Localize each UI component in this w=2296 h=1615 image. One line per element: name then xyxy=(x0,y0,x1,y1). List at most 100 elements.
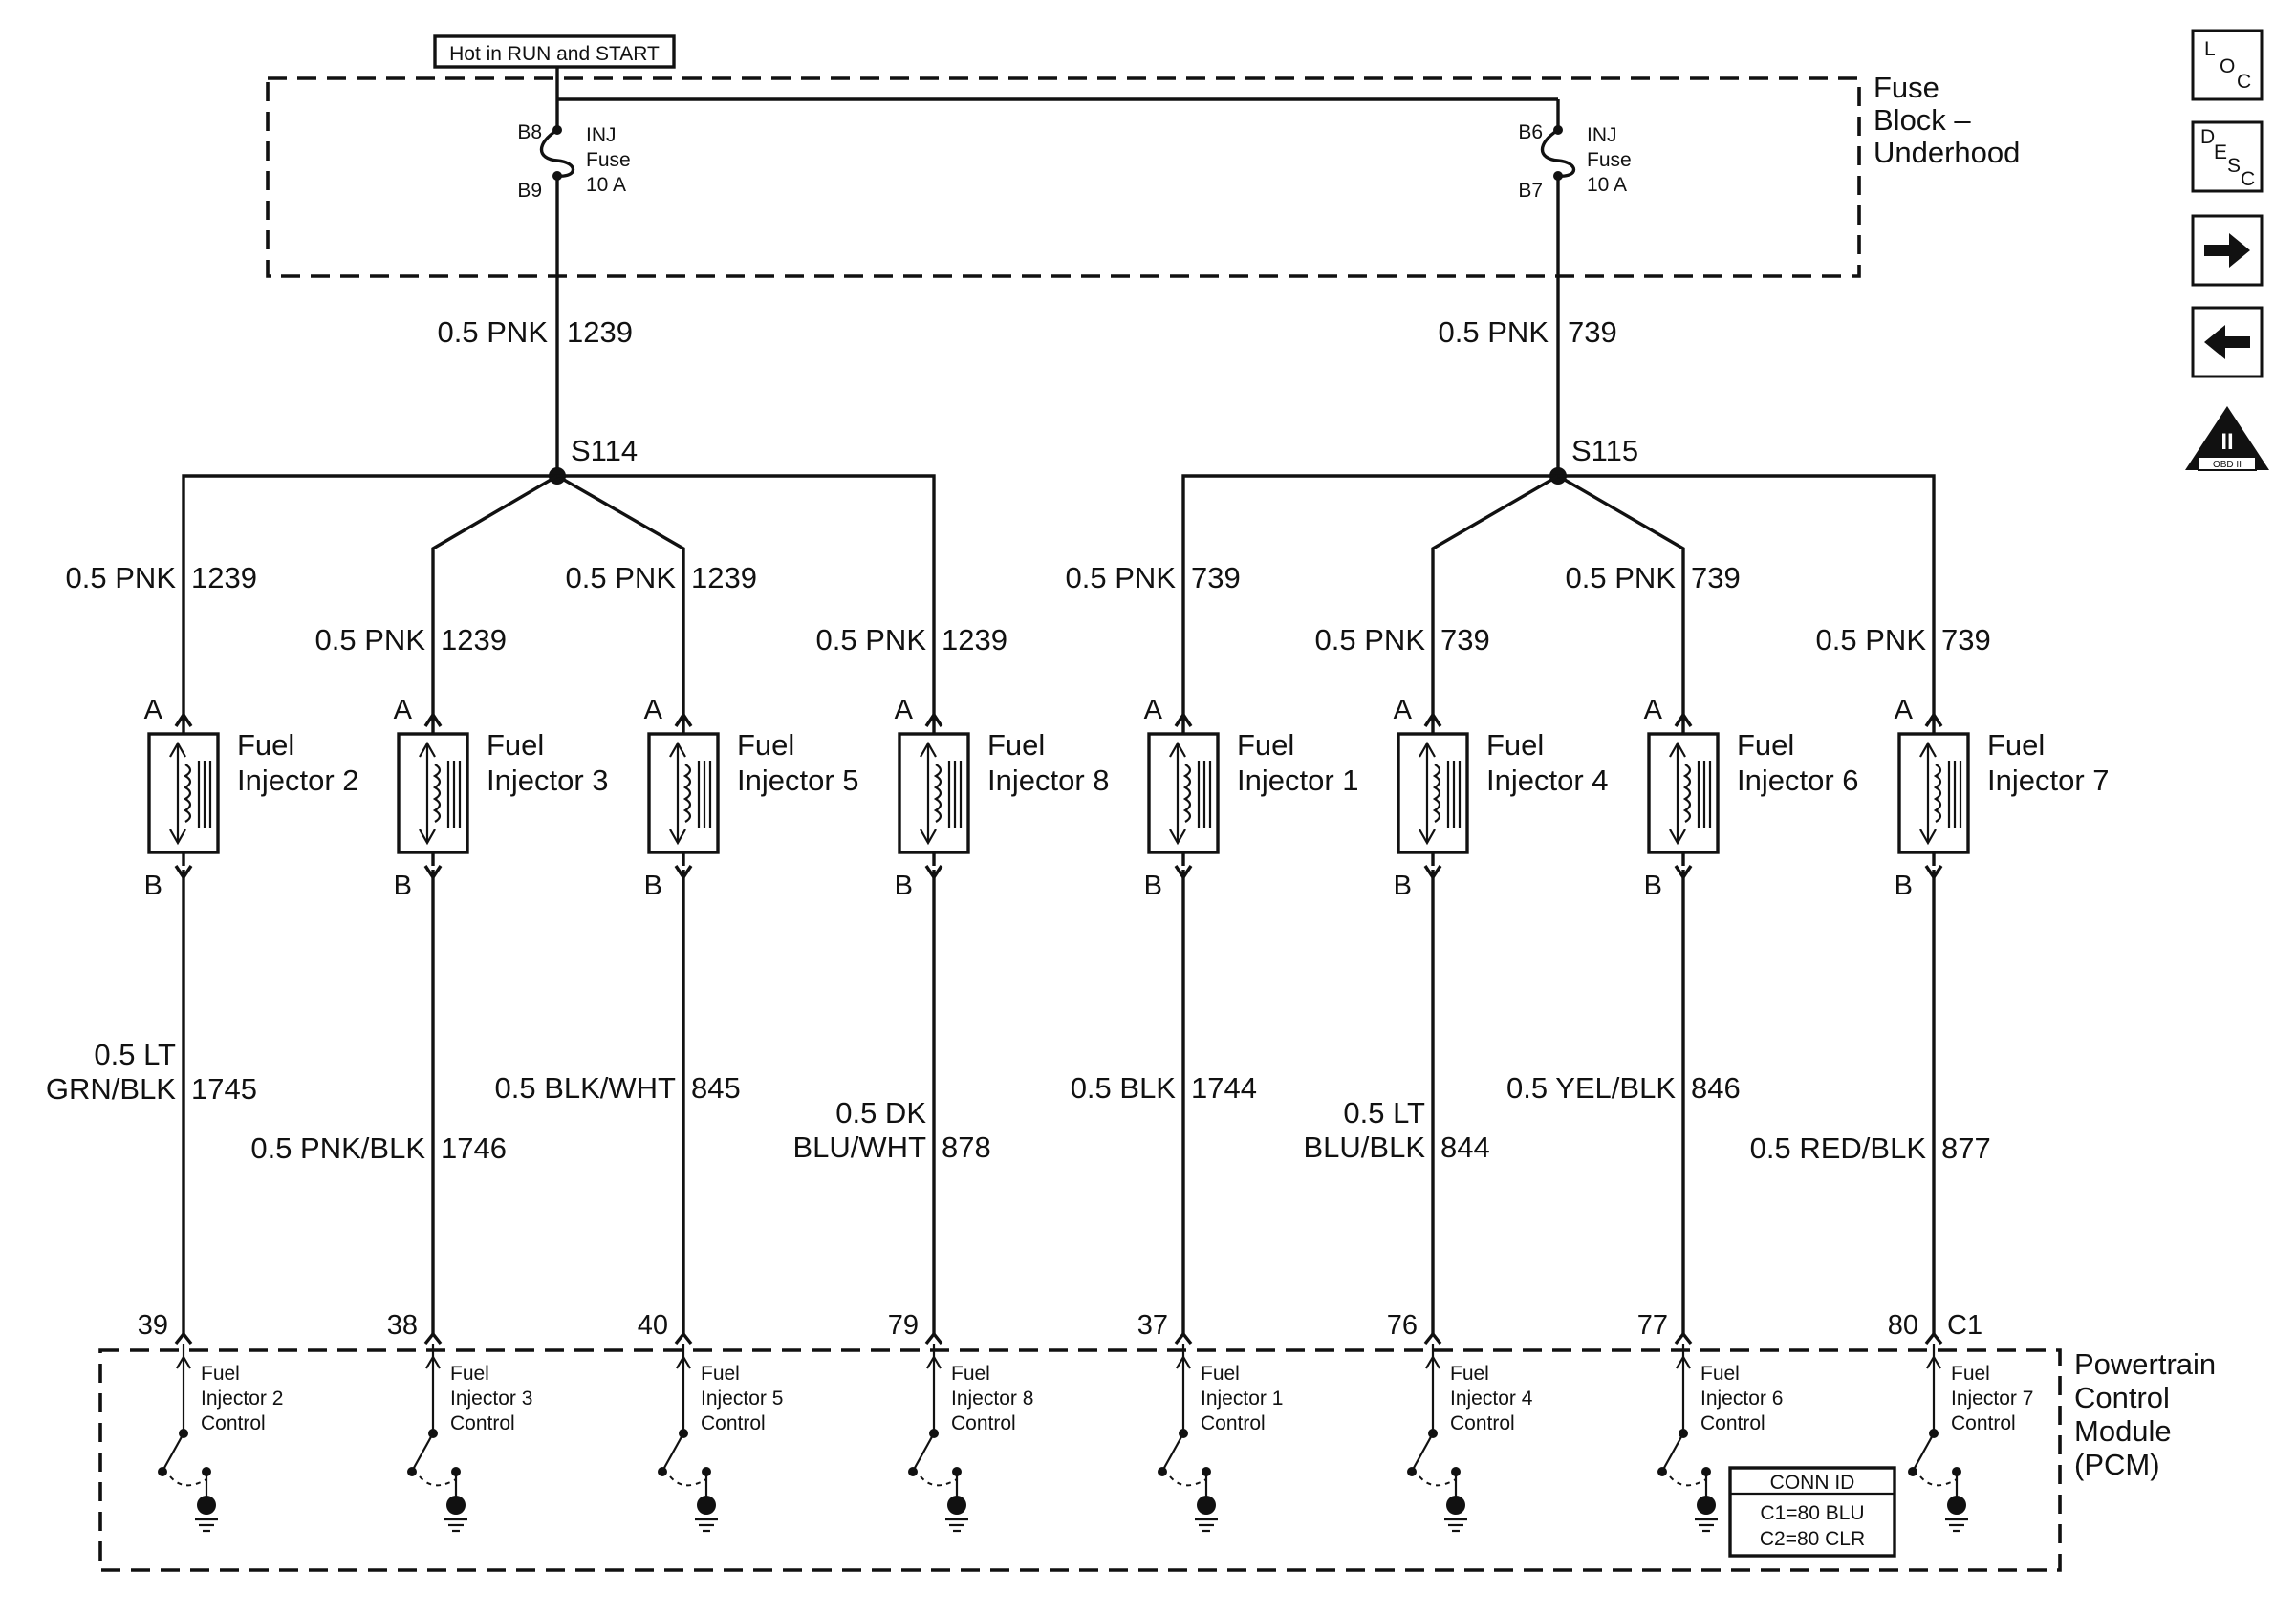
injector-arrow-up xyxy=(169,741,186,758)
splice-label: S114 xyxy=(571,434,638,467)
supply-wire xyxy=(557,474,936,715)
supply-circuit-number: 739 xyxy=(1691,561,1741,594)
supply-wire xyxy=(556,474,685,715)
pcm-control-label: Control xyxy=(201,1412,266,1434)
pcm-control-label: Injector 7 xyxy=(1951,1388,2033,1410)
pcm-name: Module xyxy=(2074,1414,2172,1448)
supply-circuit-number: 1239 xyxy=(191,561,257,594)
ground-dot xyxy=(446,1496,466,1515)
control-circuit-number: 845 xyxy=(691,1071,741,1105)
switch-contact xyxy=(158,1467,167,1476)
fuse-pin-bottom: B7 xyxy=(1518,180,1543,202)
fuse-icon xyxy=(1541,128,1576,178)
conn-id-box xyxy=(1728,1466,1896,1558)
prev-button[interactable] xyxy=(2191,306,2264,378)
injector-arrow-up xyxy=(1919,741,1937,758)
pcm-pin-number: 77 xyxy=(1637,1310,1668,1341)
control-wire-color: 0.5 LT xyxy=(94,1038,176,1071)
injector-name: Fuel xyxy=(237,728,294,762)
feed-circuit-number: 1239 xyxy=(567,315,633,349)
feed-wire-color: 0.5 PNK xyxy=(1439,315,1549,349)
control-circuit-number: 844 xyxy=(1440,1130,1490,1164)
pin-b-label: B xyxy=(644,871,662,901)
injector-name: Injector 8 xyxy=(987,764,1110,797)
pin-a-label: A xyxy=(644,695,663,725)
pcm-control-label: Control xyxy=(450,1412,515,1434)
fuse-icon xyxy=(540,128,575,178)
pin-a-label: A xyxy=(1644,695,1663,725)
obd-ii-plate xyxy=(2198,456,2257,471)
injector-name: Fuel xyxy=(987,728,1045,762)
injector-name: Fuel xyxy=(1987,728,2045,762)
supply-circuit-number: 1239 xyxy=(691,561,757,594)
coil-icon xyxy=(933,764,942,823)
pcm-control-label: Fuel xyxy=(951,1363,990,1385)
desc-button-frame[interactable] xyxy=(2191,120,2264,193)
pcm-pin-connector xyxy=(1174,1331,1193,1346)
obd-ii-roman: II xyxy=(2220,429,2233,455)
desc-icon: S xyxy=(2227,155,2241,177)
next-button[interactable] xyxy=(2191,214,2264,287)
switch-contact xyxy=(1908,1467,1917,1476)
pcm-control-label: Control xyxy=(1951,1412,2016,1434)
pcm-control-label: Fuel xyxy=(201,1363,240,1385)
pcm-pin-connector xyxy=(1423,1331,1442,1346)
supply-wire-color: 0.5 PNK xyxy=(66,561,177,594)
pcm-pin-connector xyxy=(423,1331,443,1346)
control-circuit-number: 877 xyxy=(1941,1131,1991,1165)
injector-arrow-down xyxy=(1169,829,1186,846)
pcm-control-label: Control xyxy=(1450,1412,1515,1434)
pin-a-label: A xyxy=(895,695,914,725)
supply-wire xyxy=(1557,474,1685,715)
injector-name: Fuel xyxy=(737,728,794,762)
pcm-control-label: Injector 2 xyxy=(201,1388,283,1410)
coil-icon xyxy=(432,764,442,823)
desc-icon: C xyxy=(2241,168,2255,190)
supply-wire-color: 0.5 PNK xyxy=(1566,561,1677,594)
pin-a-label: A xyxy=(394,695,413,725)
supply-wire-color: 0.5 PNK xyxy=(566,561,677,594)
pcm-pin-number: 37 xyxy=(1137,1310,1168,1341)
pcm-arrow-up xyxy=(926,1354,942,1369)
ground-dot xyxy=(697,1496,716,1515)
switch-blade xyxy=(1163,1432,1184,1469)
control-wire-color: 0.5 BLK/WHT xyxy=(495,1071,677,1105)
supply-wire-color: 0.5 PNK xyxy=(1816,623,1927,657)
fuse-label: 10 A xyxy=(586,174,626,196)
pcm-arrow-up xyxy=(176,1354,191,1369)
injector-arrow-down xyxy=(1669,829,1686,846)
supply-wire xyxy=(1558,474,1936,715)
injector-arrow-up xyxy=(669,741,686,758)
supply-circuit-number: 1239 xyxy=(441,623,507,657)
supply-wire xyxy=(1431,474,1559,715)
injector-name: Injector 4 xyxy=(1486,764,1609,797)
fuse-block-name: Underhood xyxy=(1874,136,2020,169)
loc-button[interactable]: LOC xyxy=(2191,29,2264,101)
coil-icon xyxy=(1182,764,1192,823)
obd-ii-button[interactable]: OBD II II xyxy=(2185,406,2269,471)
supply-wire xyxy=(431,474,558,715)
injector-arrow-down xyxy=(920,829,937,846)
conn-id-line: C2=80 CLR xyxy=(1760,1528,1865,1550)
pcm-control-label: Fuel xyxy=(1201,1363,1240,1385)
pin-a-label: A xyxy=(144,695,163,725)
switch-contact xyxy=(908,1467,918,1476)
pcm-pin-number: 76 xyxy=(1387,1310,1418,1341)
pin-b-label: B xyxy=(1644,871,1662,901)
control-wire-color: BLU/WHT xyxy=(793,1130,927,1164)
loc-button-frame[interactable] xyxy=(2191,29,2264,101)
control-wire-color: 0.5 PNK/BLK xyxy=(250,1131,425,1165)
desc-icon: E xyxy=(2214,141,2227,163)
pcm-control-label: Injector 8 xyxy=(951,1388,1033,1410)
switch-blade xyxy=(1914,1432,1935,1469)
obd-ii-label: OBD II xyxy=(2213,460,2242,470)
obd-ii-icon xyxy=(2185,406,2269,470)
switch-actuator xyxy=(669,1475,707,1487)
pcm-pin-number: 39 xyxy=(138,1310,168,1341)
conn-id-title: CONN ID xyxy=(1770,1472,1855,1494)
pcm-name: (PCM) xyxy=(2074,1448,2160,1481)
pcm-pin-connector xyxy=(924,1331,943,1346)
control-circuit-number: 1744 xyxy=(1191,1071,1257,1105)
